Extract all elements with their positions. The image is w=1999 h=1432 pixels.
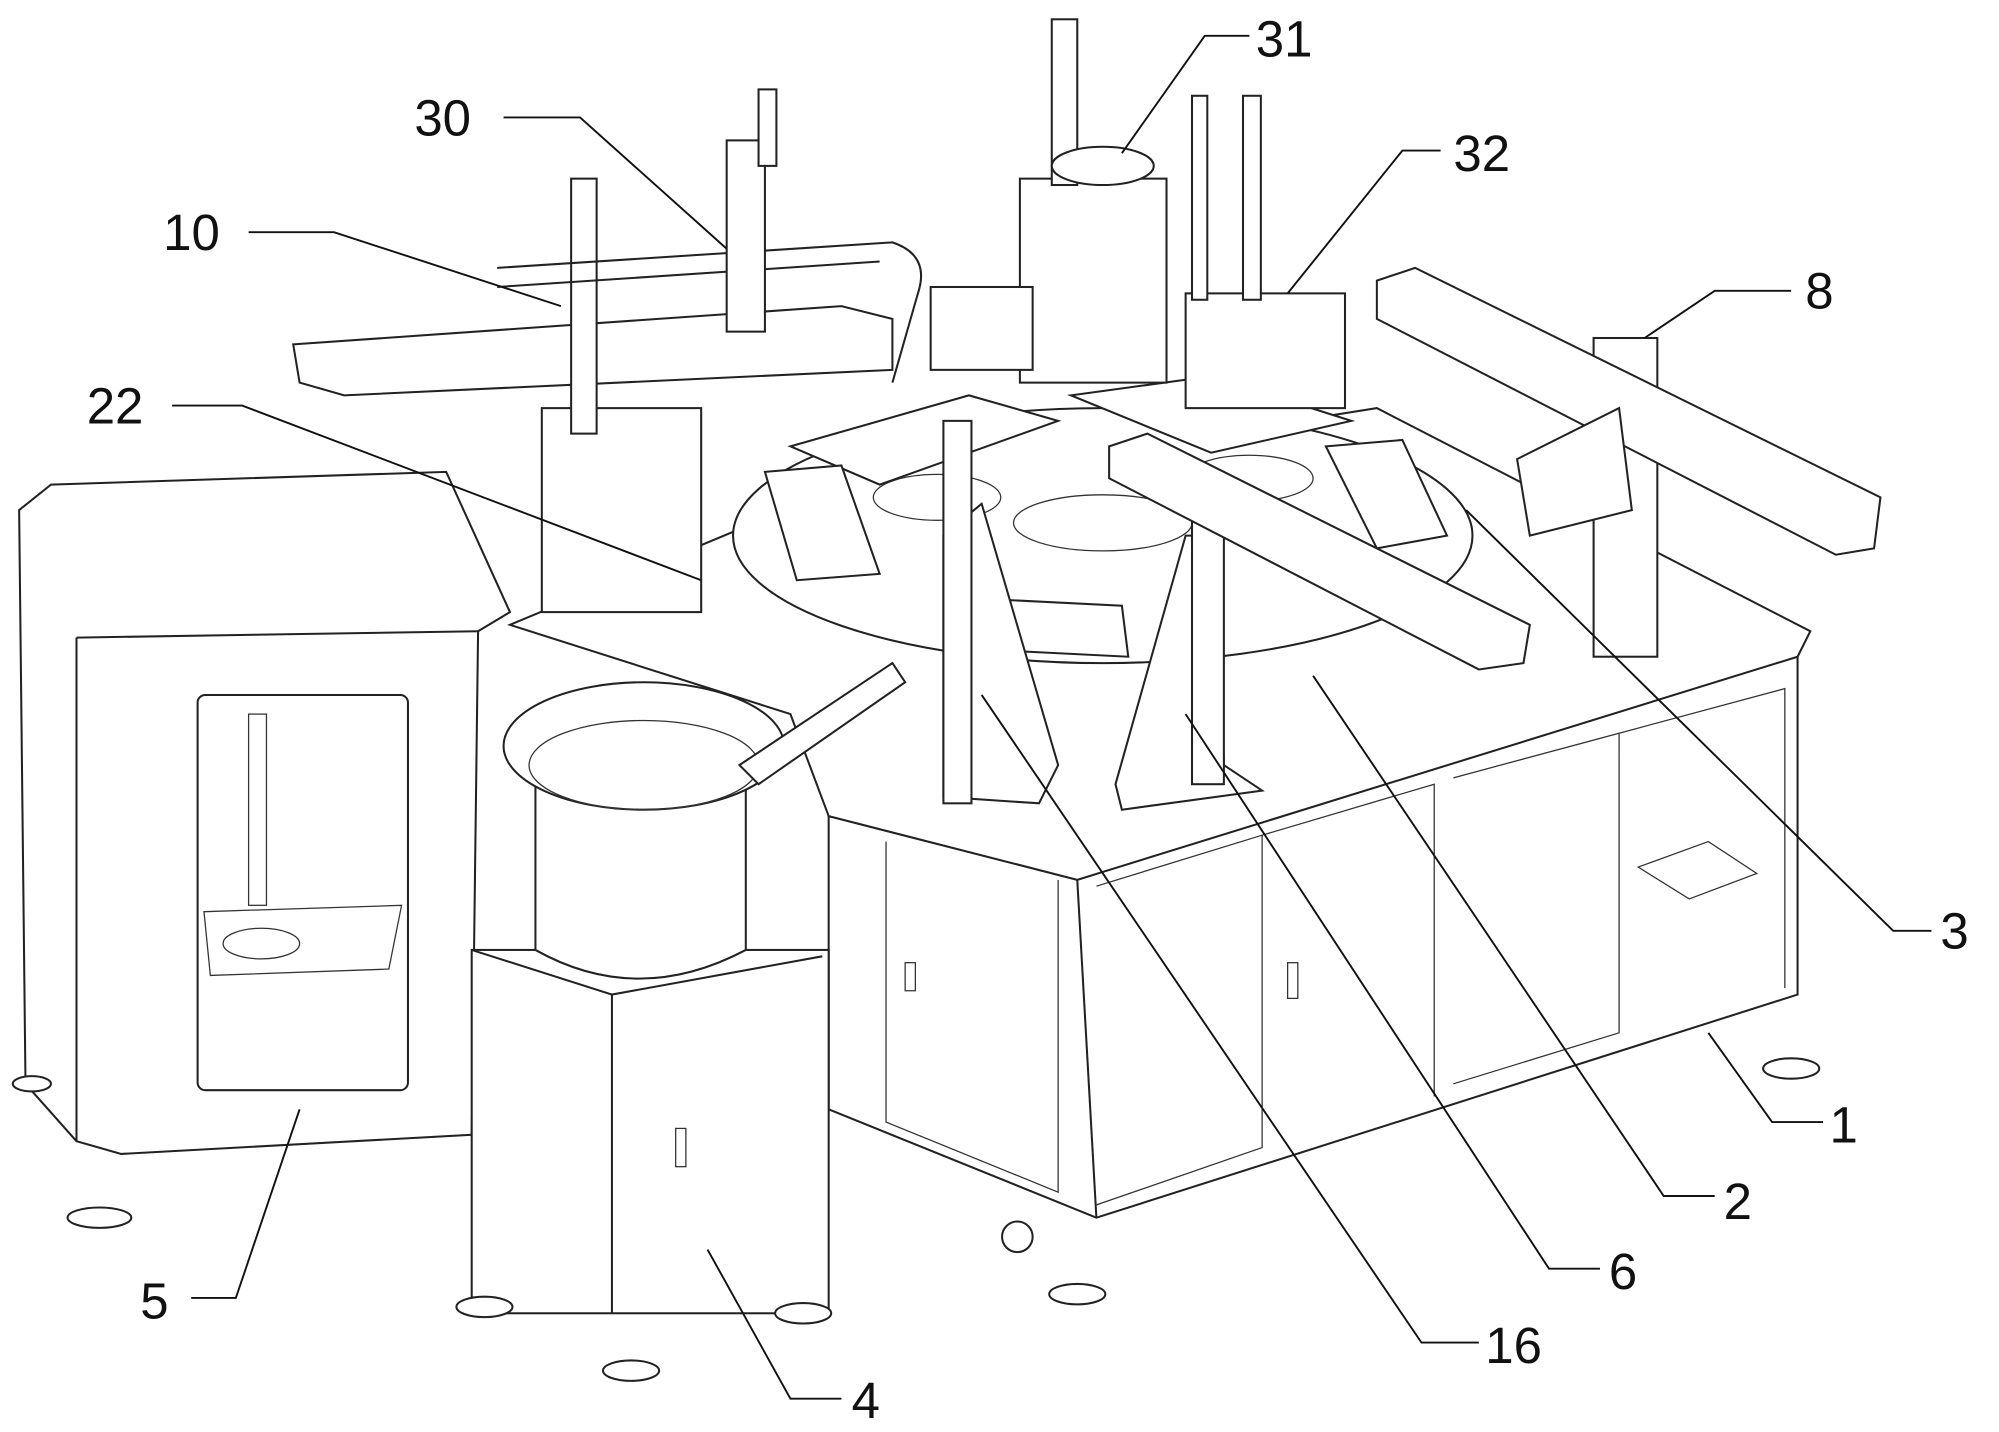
reference-label: 4 xyxy=(852,1372,880,1429)
machine-body xyxy=(13,19,1881,1381)
reference-label: 5 xyxy=(140,1272,168,1329)
reference-label: 30 xyxy=(414,89,471,146)
reference-label: 22 xyxy=(87,377,144,434)
reference-label: 16 xyxy=(1485,1317,1542,1374)
reference-label: 10 xyxy=(163,204,220,261)
feeder-cabinet xyxy=(472,950,829,1313)
reference-label: 1 xyxy=(1829,1096,1857,1153)
leader-line-8 xyxy=(1645,291,1792,338)
leader-line-10 xyxy=(249,232,561,306)
reference-label: 32 xyxy=(1453,125,1510,182)
vibratory-bowl xyxy=(504,682,784,809)
reference-label: 8 xyxy=(1805,263,1833,320)
reference-label: 2 xyxy=(1724,1173,1752,1230)
reference-label: 3 xyxy=(1940,903,1968,960)
leader-line-30 xyxy=(504,117,727,248)
reference-label: 6 xyxy=(1609,1243,1637,1300)
press-column xyxy=(1020,179,1167,383)
reference-label: 31 xyxy=(1256,10,1313,67)
leader-line-31 xyxy=(1122,36,1249,153)
